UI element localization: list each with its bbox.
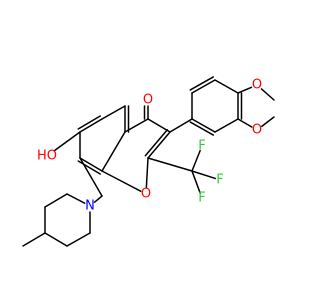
bond-OMeT-MeT [260, 88, 275, 101]
bond-C6-C7 [79, 118, 103, 133]
bond-OMeB-MeB [261, 116, 275, 128]
bond-C7-OH [53, 131, 81, 152]
bond-C2-CF3 [147, 157, 193, 172]
bond-C2-O1 [145, 157, 149, 189]
bond-C8a-C4a [101, 131, 126, 172]
bond-lines [22, 76, 275, 247]
bond-Ch5-Ch6-double [189, 76, 215, 91]
bond-C3-C2 [147, 131, 171, 159]
bond-C8-C8a-double [77, 160, 101, 175]
bond-C8-C8a [79, 157, 103, 172]
atom-label-piperidine-nitrogen: N [85, 199, 95, 214]
bond-CH2-N [93, 195, 103, 203]
bond-C3-Ch1 [169, 118, 193, 133]
bond-Ch4-Ch5 [214, 79, 239, 94]
atom-label-fluorine-bottom: F [198, 191, 205, 206]
bond-Ch2-Ch3 [214, 118, 239, 133]
bond-pip-a-b [44, 193, 68, 208]
bond-C6-C7-double [77, 115, 101, 130]
atom-label-fluorine-top: F [198, 139, 205, 154]
atom-label-methoxy-oxygen-top: O [252, 78, 262, 93]
atom-label-carbonyl-oxygen: O [143, 93, 153, 108]
bond-C8-CH2 [79, 157, 103, 197]
bond-Ch4-OMeT [237, 86, 253, 94]
bond-O1-C8a [101, 170, 142, 192]
bond-pip-c-d [44, 232, 68, 247]
bond-CF3-FB [191, 170, 202, 195]
atom-label-fluorine-right: F [216, 173, 223, 188]
bond-Ch3-OMeB [237, 118, 253, 128]
bond-Ch1-Ch2-double [189, 121, 215, 136]
chemical-structure-diagram: O O HO O O N F F F [22, 76, 275, 247]
atom-label-methoxy-oxygen-bottom: O [252, 123, 262, 138]
atom-label-ring-oxygen: O [141, 187, 151, 202]
atom-labels: O O HO O O N F F F [37, 78, 262, 214]
bond-CF3-FT [191, 149, 201, 172]
bond-Ch1-Ch2 [191, 118, 216, 133]
atom-label-hydroxy: HO [37, 149, 57, 164]
bond-Ch5-Ch6 [191, 79, 216, 94]
bond-pip-d-e [66, 232, 91, 247]
bond-C5-C6 [101, 105, 126, 120]
bond-pip-N-a [66, 193, 86, 204]
bond-CF3-FR [191, 170, 216, 180]
bond-C3-C2-double [144, 128, 169, 157]
bond-pip-c-me [22, 232, 46, 247]
